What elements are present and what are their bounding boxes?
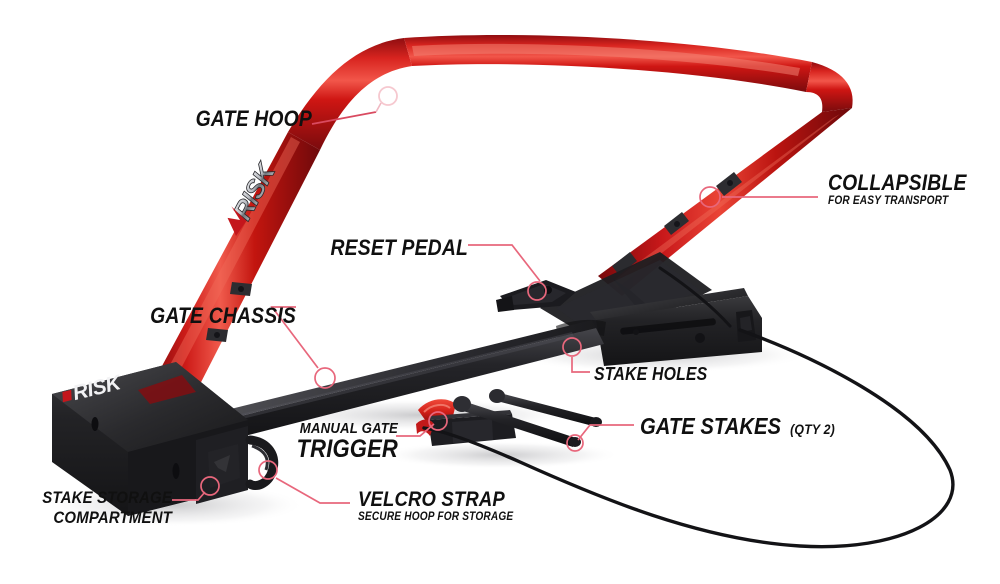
gate-chassis-beam — [170, 320, 604, 452]
callout-stake-storage-title: STAKE STORAGE — [42, 488, 172, 507]
callout-gate-stakes-title: GATE STAKES — [640, 413, 781, 439]
callout-leaders — [172, 86, 818, 504]
callout-reset-pedal-title: RESET PEDAL — [330, 235, 468, 260]
leader-manual-gate-trigger — [396, 411, 448, 437]
callout-manual-gate-trigger: MANUAL GATE TRIGGER — [0, 421, 398, 462]
callout-manual-gate-trigger-title: TRIGGER — [296, 435, 398, 463]
callout-collapsible: COLLAPSIBLE FOR EASY TRANSPORT — [828, 172, 985, 208]
callout-stake-storage-subtitle: COMPARTMENT — [53, 508, 173, 527]
callout-reset-pedal: RESET PEDAL — [0, 237, 468, 259]
leader-collapsible — [699, 186, 818, 208]
callout-velcro-strap: VELCRO STRAP SECURE HOOP FOR STORAGE — [358, 489, 534, 524]
callout-gate-hoop-title: GATE HOOP — [195, 106, 312, 131]
leader-gate-stakes — [566, 424, 634, 452]
leader-velcro-strap — [258, 460, 350, 504]
leader-stake-storage — [172, 476, 220, 501]
callout-manual-gate-trigger-subtitle: MANUAL GATE — [299, 420, 398, 437]
leader-gate-chassis — [270, 306, 336, 389]
callout-stake-holes: STAKE HOLES — [594, 365, 723, 383]
callout-velcro-strap-subtitle: SECURE HOOP FOR STORAGE — [358, 511, 514, 523]
callout-collapsible-title: COLLAPSIBLE — [828, 170, 967, 195]
release-cable — [422, 266, 955, 549]
callout-collapsible-subtitle: FOR EASY TRANSPORT — [828, 195, 949, 207]
callout-gate-chassis-title: GATE CHASSIS — [150, 303, 296, 328]
callout-stake-holes-title: STAKE HOLES — [594, 364, 708, 384]
callout-gate-stakes: GATE STAKES (QTY 2) — [640, 415, 862, 438]
leader-stake-holes — [562, 337, 590, 373]
gate-hoop: RISK — [148, 35, 853, 392]
callout-velcro-strap-title: VELCRO STRAP — [358, 488, 505, 511]
callout-gate-hoop: GATE HOOP — [0, 108, 312, 130]
leader-reset-pedal — [468, 244, 547, 301]
callout-gate-stakes-qty: (QTY 2) — [790, 421, 835, 437]
stake-storage-base: RISK — [52, 362, 279, 516]
callout-stake-storage-compartment: STAKE STORAGE COMPARTMENT — [0, 489, 172, 526]
gate-stakes — [453, 389, 602, 447]
callout-gate-chassis: GATE CHASSIS — [0, 305, 296, 327]
leader-gate-hoop — [311, 86, 398, 125]
